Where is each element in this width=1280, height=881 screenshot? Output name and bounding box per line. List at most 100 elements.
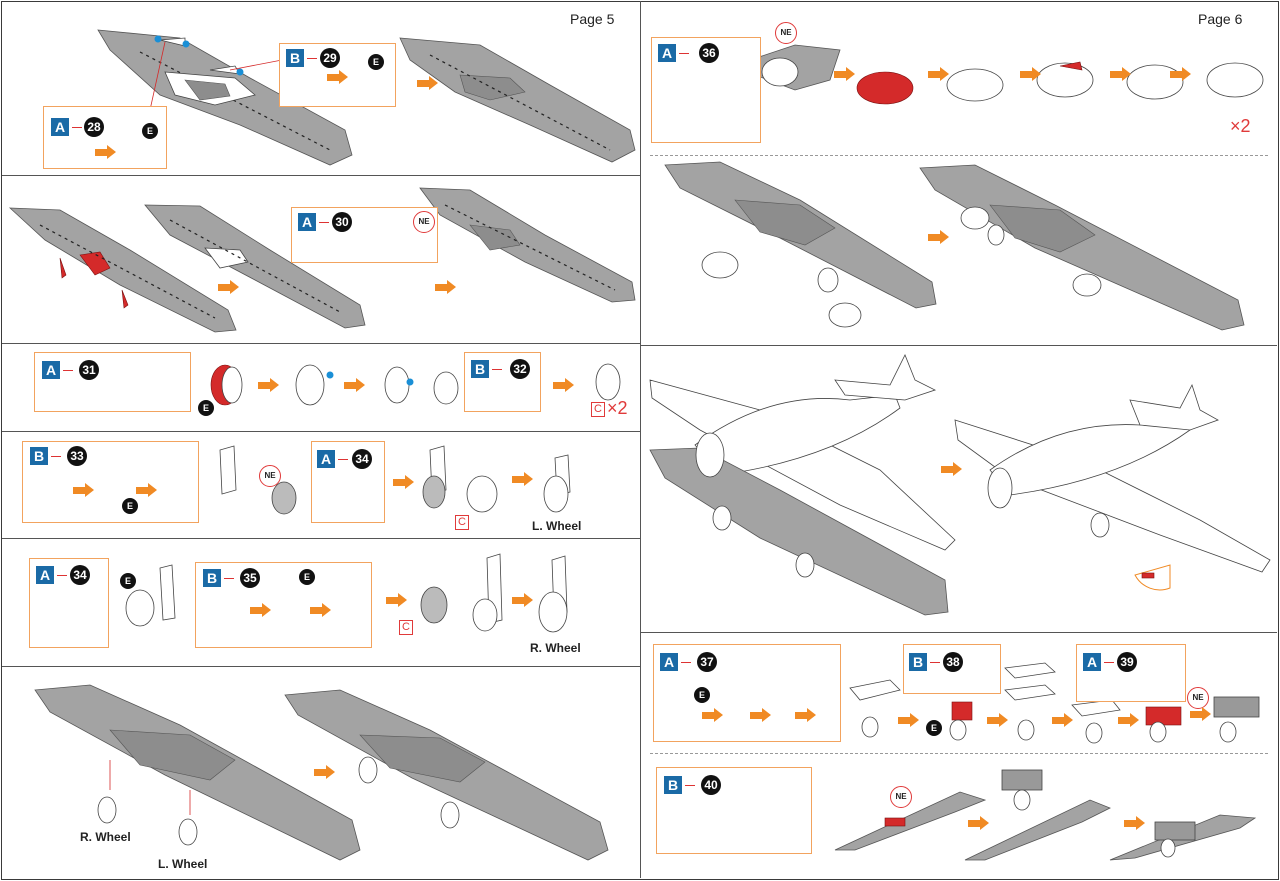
red-connector xyxy=(319,222,329,223)
partbox-step-34-a: A 34 xyxy=(311,441,385,523)
c-badge: C xyxy=(591,402,605,417)
step-number: 28 xyxy=(84,117,104,137)
red-connector xyxy=(681,662,691,663)
c-badge: C xyxy=(399,620,413,635)
step-number: 40 xyxy=(701,775,721,795)
ne-badge: NE xyxy=(259,465,281,487)
wing-assembly-28-29 xyxy=(97,29,353,166)
red-connector xyxy=(492,369,502,370)
sheet-label: B xyxy=(664,776,682,794)
step-number: 34 xyxy=(70,565,90,585)
step-divider xyxy=(650,155,1268,156)
partbox-step-30: A 30 NE xyxy=(291,207,438,263)
sheet-label: A xyxy=(36,566,54,584)
quantity-x2: ×2 xyxy=(1230,116,1251,136)
step-divider xyxy=(2,666,640,667)
step-number: 34 xyxy=(352,449,372,469)
partbox-step-35: B 35 E xyxy=(195,562,372,648)
wing-with-gear-a xyxy=(34,684,361,861)
plane-assembly-result xyxy=(954,383,1271,591)
partbox-step-38: B 38 xyxy=(903,644,1001,694)
red-connector xyxy=(1104,662,1114,663)
partbox-step-34-b: A 34 xyxy=(29,558,109,648)
ne-badge: NE xyxy=(775,22,797,44)
wing-with-nacelles-a xyxy=(664,161,937,328)
quantity-x2: ×2 xyxy=(607,398,628,418)
partbox-step-31: A 31 xyxy=(34,352,191,412)
red-connector xyxy=(57,575,67,576)
step-number: 31 xyxy=(79,360,99,380)
sheet-label: A xyxy=(51,118,69,136)
sheet-label: A xyxy=(298,213,316,231)
e-badge: E xyxy=(122,498,138,514)
step-number: 38 xyxy=(943,652,963,672)
red-connector xyxy=(51,456,61,457)
wing-assembly-30-result xyxy=(419,187,636,303)
plane-assembly-a xyxy=(649,354,956,616)
wing-assembly-30-b xyxy=(144,204,366,329)
step-number: 29 xyxy=(320,48,340,68)
sheet-label: A xyxy=(1083,653,1101,671)
ne-badge: NE xyxy=(413,211,435,233)
e-badge: E xyxy=(694,687,710,703)
r-wheel-label: R. Wheel xyxy=(80,830,131,844)
sheet-label: A xyxy=(658,44,676,62)
red-connector xyxy=(338,459,348,460)
red-connector xyxy=(72,127,82,128)
partbox-step-36: A 36 xyxy=(651,37,761,143)
step-number: 37 xyxy=(697,652,717,672)
step-divider xyxy=(2,431,640,432)
step-divider xyxy=(641,632,1277,633)
e-badge: E xyxy=(926,720,942,736)
red-connector xyxy=(930,662,940,663)
l-wheel-label: L. Wheel xyxy=(158,857,208,871)
sheet-label: A xyxy=(317,450,335,468)
step-number: 39 xyxy=(1117,652,1137,672)
partbox-step-39: A 39 xyxy=(1076,644,1186,702)
step-number: 32 xyxy=(510,359,530,379)
r-wheel-label: R. Wheel xyxy=(530,641,581,655)
page-number-left: Page 5 xyxy=(570,11,615,27)
step-divider xyxy=(641,345,1277,346)
e-badge: E xyxy=(299,569,315,585)
partbox-step-28: A 28 E xyxy=(43,106,167,169)
red-connector xyxy=(63,370,73,371)
wing-with-gear-result xyxy=(284,689,609,861)
red-connector xyxy=(685,785,695,786)
e-badge: E xyxy=(368,54,384,70)
step-divider xyxy=(2,175,640,176)
sheet-label: B xyxy=(286,49,304,67)
wing-assembly-29-result xyxy=(399,37,636,163)
partbox-step-33: B 33 E xyxy=(22,441,199,523)
red-connector xyxy=(679,53,689,54)
page-divider xyxy=(640,1,641,878)
ne-badge: NE xyxy=(1187,687,1209,709)
wing-assembly-30-a xyxy=(8,207,237,333)
e-badge: E xyxy=(120,573,136,589)
l-wheel-label: L. Wheel xyxy=(532,519,582,533)
red-connector xyxy=(307,58,317,59)
ne-badge: NE xyxy=(890,786,912,808)
step-number: 35 xyxy=(240,568,260,588)
step-number: 33 xyxy=(67,446,87,466)
step-number: 36 xyxy=(699,43,719,63)
page-number-right: Page 6 xyxy=(1198,11,1243,27)
partbox-step-37: A 37 E xyxy=(653,644,841,742)
step-divider xyxy=(2,343,640,344)
partbox-step-29: B 29 E xyxy=(279,43,396,107)
partbox-step-40: B 40 xyxy=(656,767,812,854)
red-connector xyxy=(224,578,234,579)
partbox-step-32: B 32 xyxy=(464,352,541,412)
step-divider xyxy=(2,538,640,539)
e-badge: E xyxy=(198,400,214,416)
sheet-label: B xyxy=(471,360,489,378)
wing-with-nacelles-result xyxy=(919,164,1245,331)
sheet-label: B xyxy=(909,653,927,671)
step-number: 30 xyxy=(332,212,352,232)
sheet-label: B xyxy=(203,569,221,587)
sheet-label: A xyxy=(42,361,60,379)
step-divider xyxy=(650,753,1268,754)
e-badge: E xyxy=(142,123,158,139)
sheet-label: B xyxy=(30,447,48,465)
c-badge: C xyxy=(455,515,469,530)
